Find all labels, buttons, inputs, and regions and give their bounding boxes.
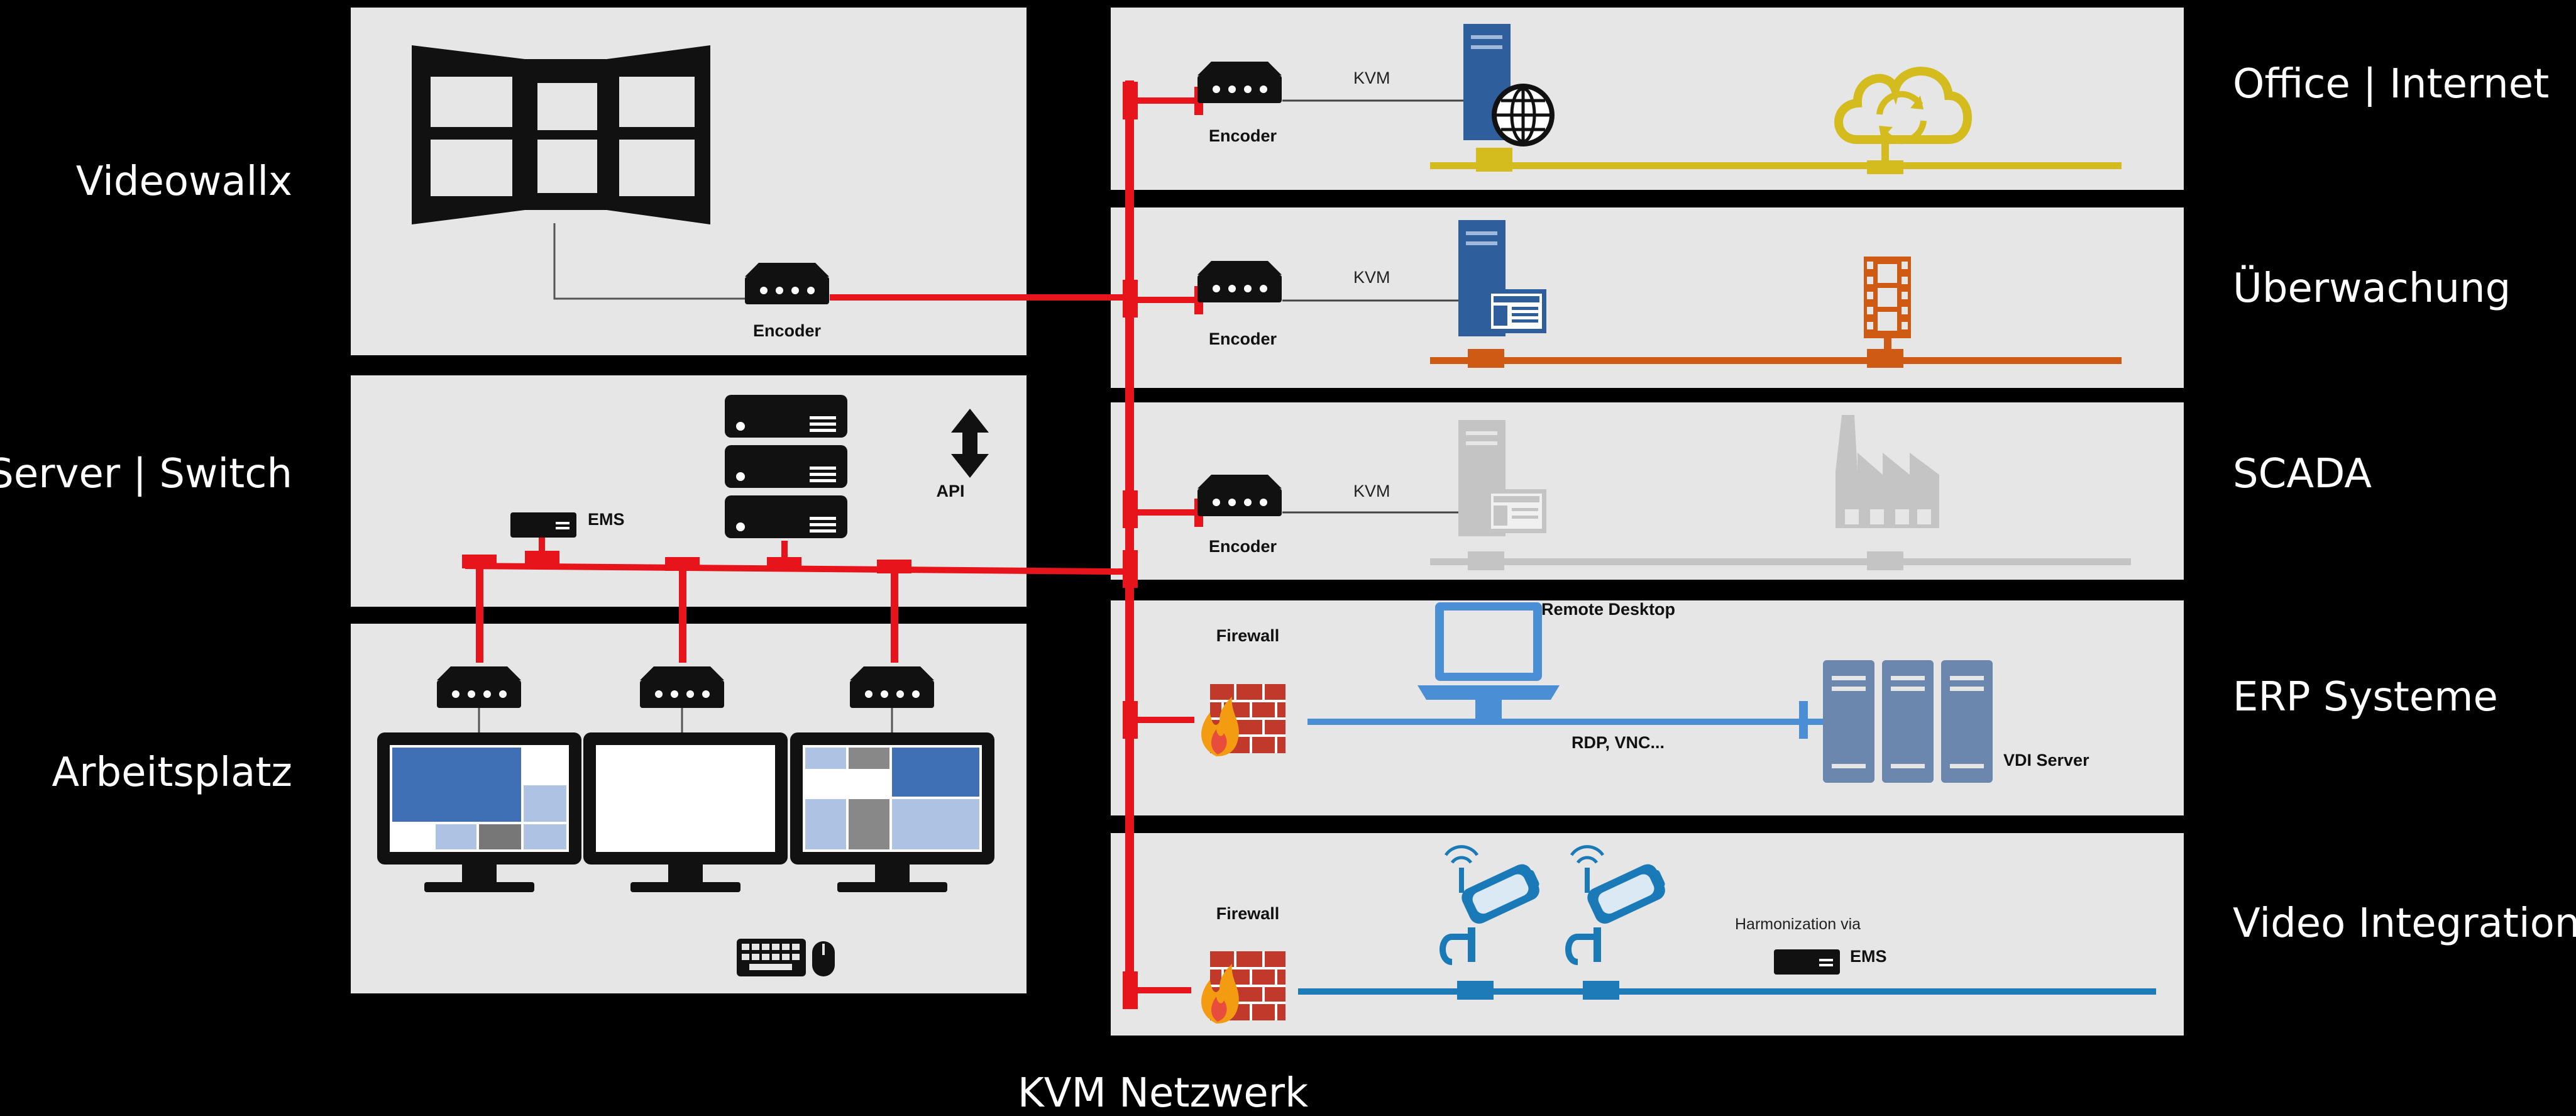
- vdi-server-label: VDI Server: [2003, 751, 2089, 770]
- kvm-label-office: KVM: [1353, 69, 1390, 87]
- encoder-label-office: Encoder: [1209, 126, 1277, 145]
- vdi-server-icon: [1823, 660, 1993, 783]
- encoder-icon-ws2: [640, 666, 724, 708]
- ems-label-video: EMS: [1850, 947, 1887, 966]
- videowall-icon: [412, 45, 710, 224]
- encoder-icon-office: [1197, 62, 1282, 103]
- monitor-icon-1: [377, 732, 581, 892]
- label-ueberwachung: Überwachung: [2233, 265, 2511, 312]
- erp-network-line: [1307, 719, 1810, 725]
- video-server-icon: [1458, 220, 1546, 336]
- office-network-line: [1430, 162, 2122, 169]
- ems-label-server: EMS: [588, 510, 625, 529]
- label-videowall: Videowallx: [76, 158, 292, 205]
- encoder-icon-ueberwachung: [1197, 261, 1282, 302]
- encoder-icon: [745, 263, 829, 304]
- video-network-line: [1298, 988, 2156, 995]
- cloud-sync-icon: [1834, 67, 1972, 145]
- encoder-label-videowall: Encoder: [753, 321, 822, 340]
- factory-icon: [1836, 415, 1939, 528]
- remote-desktop-label: Remote Desktop: [1541, 600, 1675, 619]
- encoder-icon-ws3: [850, 666, 934, 708]
- scada-network-line: [1430, 558, 2131, 565]
- firewall-icon-erp: [1200, 683, 1287, 758]
- monitor-icon-3: [790, 732, 994, 892]
- label-kvm-netzwerk: KVM Netzwerk: [1018, 1070, 1308, 1116]
- harmonization-label: Harmonization via: [1735, 915, 1861, 933]
- ems-box-icon-video: [1774, 949, 1840, 975]
- rdp-vnc-label: RDP, VNC...: [1571, 733, 1665, 752]
- encoder-label-ueberwachung: Encoder: [1209, 329, 1277, 348]
- film-strip-icon: [1864, 257, 1911, 357]
- web-server-icon: [1463, 24, 1555, 146]
- office-panel: [1111, 8, 2184, 190]
- scada-panel: [1111, 402, 2184, 580]
- label-arbeitsplatz: Arbeitsplatz: [52, 749, 292, 796]
- ueberwachung-network-line: [1430, 357, 2122, 364]
- encoder-icon-ws1: [437, 666, 521, 708]
- firewall-label-video: Firewall: [1216, 904, 1280, 923]
- label-video-integration: Video Integration: [2233, 900, 2576, 947]
- erp-panel: [1111, 600, 2184, 815]
- kvm-network-lines: [462, 80, 1203, 1009]
- keyboard-mouse-icon: [737, 939, 835, 976]
- firewall-icon-video: [1200, 950, 1287, 1025]
- api-arrow-icon: [951, 409, 989, 478]
- label-server-switch: Server | Switch: [0, 451, 292, 497]
- server-stack-icon: [725, 395, 847, 538]
- api-label: API: [936, 482, 964, 500]
- laptop-icon: [1417, 602, 1560, 725]
- encoder-icon-scada: [1197, 475, 1282, 516]
- firewall-label-erp: Firewall: [1216, 626, 1280, 645]
- monitor-icon-2: [583, 732, 788, 892]
- kvm-label-scada: KVM: [1353, 482, 1390, 500]
- ems-box-icon: [510, 512, 576, 538]
- encoder-label-scada: Encoder: [1209, 537, 1277, 556]
- label-scada: SCADA: [2233, 451, 2372, 497]
- label-erp-systeme: ERP Systeme: [2233, 674, 2498, 721]
- scada-server-icon: [1458, 420, 1546, 536]
- label-office-internet: Office | Internet: [2233, 61, 2549, 108]
- kvm-label-ueberwachung: KVM: [1353, 268, 1390, 287]
